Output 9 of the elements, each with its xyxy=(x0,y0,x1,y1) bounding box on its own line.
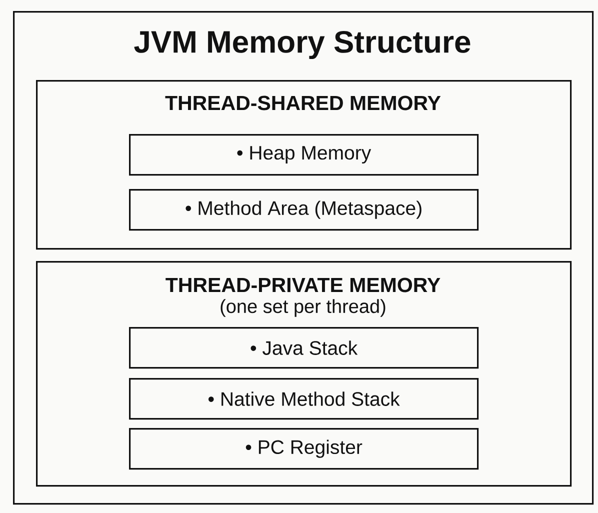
memory-area-box: • Method Area (Metaspace) xyxy=(129,189,479,231)
memory-area-box: • Java Stack xyxy=(129,327,479,369)
panel-heading: THREAD-PRIVATE MEMORY xyxy=(166,278,440,292)
panel-subtitle: (one set per thread) xyxy=(220,299,386,317)
memory-area-box: • Heap Memory xyxy=(129,134,479,176)
frame-heading: JVM Memory Structure xyxy=(134,30,470,60)
panel-heading: THREAD-SHARED MEMORY xyxy=(165,96,441,110)
memory-area-box: • Native Method Stack xyxy=(129,378,479,420)
memory-area-box: • PC Register xyxy=(129,428,479,470)
